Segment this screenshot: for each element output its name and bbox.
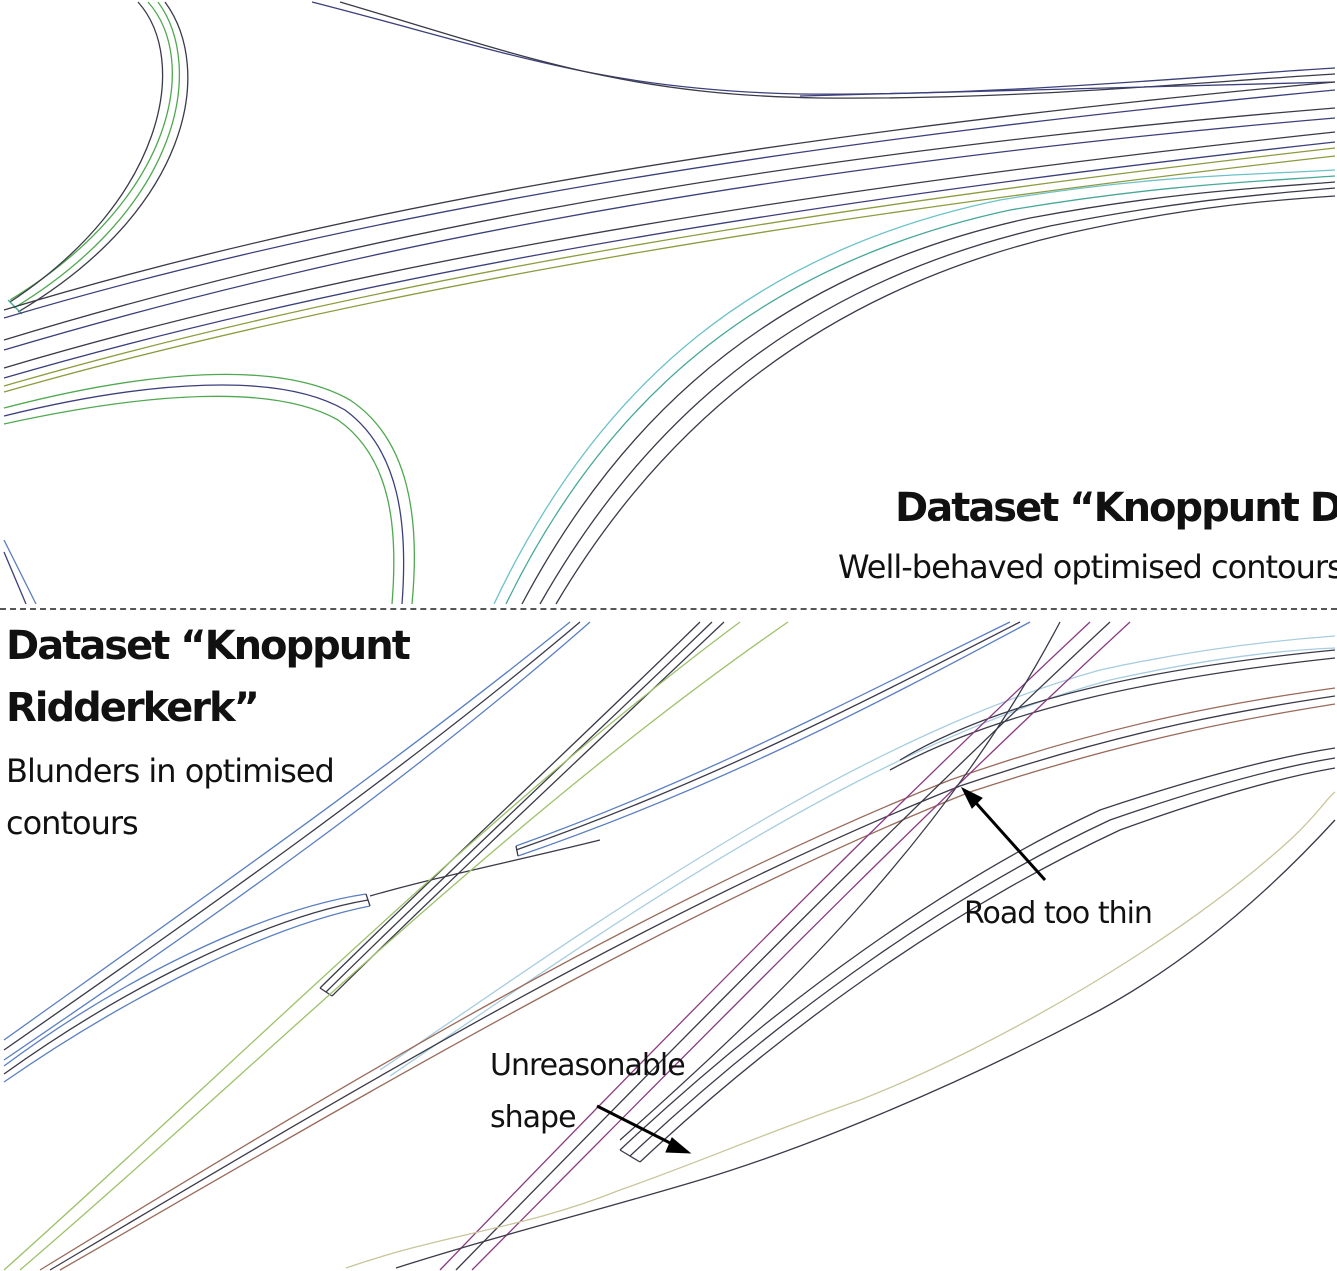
road-contour <box>471 621 1131 1271</box>
bottom-road-contours <box>3 621 1336 1271</box>
road-contour <box>539 187 1336 605</box>
road-contour <box>3 395 395 605</box>
road-contour <box>9 1 173 301</box>
road-contour <box>3 893 367 1067</box>
road-contour <box>515 621 1011 847</box>
road-contour <box>3 141 1336 379</box>
road-contour <box>439 621 1091 1271</box>
road-contour <box>619 621 1061 1141</box>
bottom-dataset-subtitle-line2: contours <box>6 804 139 842</box>
road-contour <box>493 169 1336 605</box>
top-panel: Dataset “Knoppunt Deil” Well-behaved opt… <box>0 0 1337 606</box>
road-contour <box>3 155 1336 393</box>
road-contour <box>799 81 1336 97</box>
road-contour <box>3 899 369 1075</box>
road-contour <box>3 373 416 605</box>
road-contour <box>3 107 1336 341</box>
road-too-thin-arrow-line <box>966 792 1047 882</box>
road-contour <box>3 551 27 605</box>
road-contour <box>365 893 371 907</box>
road-contour <box>619 1149 641 1163</box>
road-contour <box>505 175 1336 605</box>
road-contour <box>331 621 725 997</box>
road-contour <box>9 1 164 303</box>
road-contour <box>3 117 1336 351</box>
unreasonable-shape-arrowhead <box>665 1137 692 1154</box>
road-contour <box>3 81 1336 311</box>
road-contour <box>3 621 571 1041</box>
road-contour <box>339 1 1336 99</box>
road-contour <box>311 1 1336 95</box>
top-dataset-title: Dataset “Knoppunt Deil” <box>895 485 1337 531</box>
road-contour <box>59 703 1336 1271</box>
road-contour <box>19 621 789 1271</box>
road-contour <box>889 657 1336 771</box>
bottom-dataset-subtitle-line1: Blunders in optimised <box>6 752 335 790</box>
panel-divider <box>0 608 1337 610</box>
road-contour <box>899 649 1336 761</box>
road-contour <box>521 181 1336 605</box>
road-contour <box>3 131 1336 369</box>
road-contour <box>345 791 1336 1269</box>
road-contour <box>3 621 741 1271</box>
road-contour <box>517 621 1031 857</box>
bottom-dataset-title-line2: Ridderkerk” <box>6 685 260 731</box>
road-contour <box>455 621 1111 1271</box>
road-contour <box>639 767 1336 1163</box>
road-contour <box>515 845 519 857</box>
bottom-dataset-title-line1: Dataset “Knoppunt <box>6 623 411 669</box>
road-too-thin-arrowhead <box>960 786 983 809</box>
unreasonable-shape-arrow-line <box>596 1104 681 1150</box>
road-contour <box>379 635 1336 1071</box>
road-contour <box>3 621 591 1061</box>
road-contour <box>3 384 405 605</box>
road-contour <box>49 695 1336 1271</box>
road-contour <box>555 195 1336 605</box>
road-contour <box>39 687 1336 1271</box>
road-contour <box>629 757 1336 1157</box>
road-contour <box>3 621 581 1051</box>
bottom-panel: Dataset “Knoppunt Ridderkerk” Blunders i… <box>0 614 1337 1271</box>
road-contour <box>325 621 713 993</box>
road-contour <box>3 539 37 605</box>
unreasonable-shape-annotation-line2: shape <box>490 1100 577 1135</box>
road-too-thin-annotation: Road too thin <box>964 896 1153 931</box>
road-contour <box>319 621 701 989</box>
road-contour <box>515 621 1021 851</box>
unreasonable-shape-annotation-line1: Unreasonable <box>490 1048 686 1083</box>
road-contour <box>3 147 1336 387</box>
top-road-contours <box>3 1 1336 605</box>
road-contour <box>13 1 181 309</box>
road-contour <box>369 839 601 897</box>
road-contour <box>619 747 1336 1151</box>
road-contour <box>3 89 1336 319</box>
road-contour <box>3 905 371 1083</box>
road-contour <box>389 647 1336 1077</box>
road-contour <box>17 1 189 313</box>
top-dataset-subtitle: Well-behaved optimised contours <box>838 548 1337 586</box>
road-contour <box>395 819 1336 1269</box>
